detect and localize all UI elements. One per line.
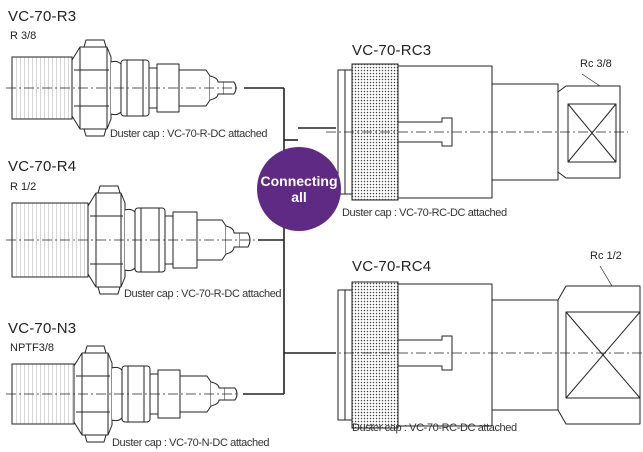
model-label-vc-70-r3: VC-70-R3 bbox=[8, 8, 77, 25]
socket-vc-70-rc4 bbox=[326, 281, 642, 429]
badge-line-1: Connecting bbox=[260, 173, 338, 189]
model-label-vc-70-r4: VC-70-R4 bbox=[8, 158, 77, 175]
thread-label-r-3-8: R 3/8 bbox=[10, 30, 37, 42]
plug-vc-70-r4 bbox=[6, 185, 256, 295]
cap-note-vc-70-r4: Duster cap : VC-70-R-DC attached bbox=[124, 288, 282, 300]
thread-label-rc-1-2: Rc 1/2 bbox=[590, 250, 622, 262]
cap-note-vc-70-n3: Duster cap : VC-70-N-DC attached bbox=[112, 437, 270, 449]
cap-note-vc-70-r3: Duster cap : VC-70-R-DC attached bbox=[110, 128, 268, 140]
connecting-all-badge: Connecting all bbox=[257, 147, 341, 231]
thread-label-rc-3-8: Rc 3/8 bbox=[580, 58, 612, 70]
cap-note-vc-70-rc4: Duster cap : VC-70-RC-DC attached bbox=[352, 422, 517, 434]
model-label-vc-70-n3: VC-70-N3 bbox=[8, 320, 77, 337]
thread-label-r-1-2: R 1/2 bbox=[10, 181, 37, 193]
model-label-vc-70-rc4: VC-70-RC4 bbox=[352, 258, 432, 275]
plug-vc-70-n3 bbox=[6, 345, 240, 443]
model-label-vc-70-rc3: VC-70-RC3 bbox=[352, 42, 432, 59]
badge-line-2: all bbox=[291, 189, 307, 205]
thread-label-nptf3-8: NPTF3/8 bbox=[10, 342, 55, 354]
socket-vc-70-rc3 bbox=[326, 63, 628, 201]
cap-note-vc-70-rc3: Duster cap : VC-70-RC-DC attached bbox=[342, 207, 507, 219]
plug-vc-70-r3 bbox=[6, 39, 240, 137]
